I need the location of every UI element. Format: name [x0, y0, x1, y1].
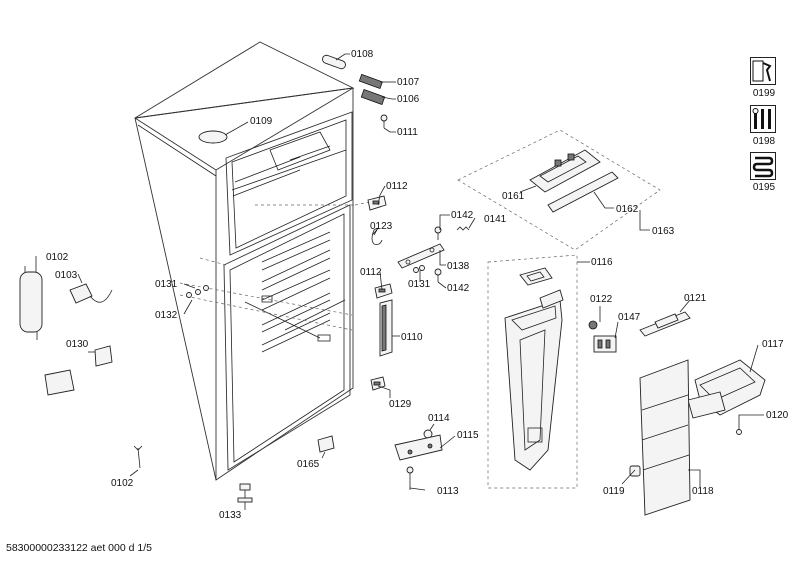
part-0130-bracket [44, 345, 113, 396]
part-0108-cap [322, 54, 346, 70]
label-0141: 0141 [484, 214, 507, 225]
label-0133: 0133 [219, 510, 242, 521]
part-0118-door-panel [639, 359, 691, 516]
label-0131-left: 0131 [155, 279, 178, 290]
part-0109-cover [198, 130, 228, 144]
part-0120-screw [736, 429, 742, 435]
part-0162-cover [547, 171, 619, 213]
part-0119-cap [629, 465, 641, 477]
icon-code-0195: 0195 [752, 182, 776, 193]
part-0147-lamp-module [593, 335, 617, 353]
heating-element-icon [750, 152, 776, 180]
part-0115-bottom-hinge [394, 434, 443, 461]
label-0162: 0162 [616, 204, 639, 215]
part-0165-clip [317, 435, 335, 453]
label-0111: 0111 [397, 127, 418, 138]
label-0106: 0106 [397, 94, 420, 105]
label-0116: 0116 [591, 257, 613, 268]
part-labels: 0108 0107 0106 0111 0109 0112 0123 0112 … [46, 49, 789, 521]
label-0165: 0165 [297, 459, 320, 470]
label-0102-bottom: 0102 [111, 478, 134, 489]
label-0123: 0123 [370, 221, 393, 232]
label-0117: 0117 [762, 339, 784, 350]
label-0118: 0118 [692, 486, 714, 497]
label-0108: 0108 [351, 49, 374, 60]
part-0102-cord [133, 445, 143, 469]
leader-lines [35, 53, 764, 510]
label-0114: 0114 [428, 413, 450, 424]
part-0133-foot [237, 483, 253, 503]
part-0103-relay [69, 283, 113, 304]
part-0116-air-duct-assembly [487, 254, 578, 489]
document-id: 58300000233122 aet 000 d 1/5 [6, 542, 152, 554]
icon-code-0198: 0198 [752, 136, 776, 147]
label-0120: 0120 [766, 410, 789, 421]
label-0103: 0103 [55, 270, 78, 281]
label-0163: 0163 [652, 226, 675, 237]
label-0130: 0130 [66, 339, 89, 350]
part-0122-knob [588, 320, 598, 330]
part-0163-control-assembly [457, 129, 661, 251]
label-0121: 0121 [684, 293, 707, 304]
part-0110-strip [379, 299, 393, 357]
label-0142-bottom: 0142 [447, 283, 470, 294]
label-0132: 0132 [155, 310, 178, 321]
part-0161-control-board [529, 149, 601, 193]
part-0111-screw [380, 114, 388, 128]
label-0142-top: 0142 [451, 210, 474, 221]
part-0106-hinge [360, 88, 386, 106]
part-0131-left-screws [186, 285, 209, 298]
label-0112-lower: 0112 [360, 267, 382, 278]
label-0109: 0109 [250, 116, 273, 127]
label-0110: 0110 [401, 332, 423, 343]
part-0121-dispenser-bar [639, 311, 691, 337]
part-0102-compressor-capacitor [19, 266, 43, 340]
label-0113: 0113 [437, 486, 459, 497]
part-0117-door-bin [687, 359, 766, 419]
label-0161: 0161 [502, 191, 525, 202]
tools-icon [750, 105, 776, 133]
label-0147: 0147 [618, 312, 641, 323]
label-0115: 0115 [457, 430, 479, 441]
part-0138-hinge-bracket [397, 243, 445, 269]
refrigerator-cabinet [134, 41, 381, 481]
part-0131-screws [413, 265, 425, 273]
label-0112: 0112 [386, 181, 408, 192]
icon-code-0199: 0199 [752, 88, 776, 99]
label-0102-top: 0102 [46, 252, 69, 263]
part-0142-screw-bottom [434, 268, 442, 282]
label-0119: 0119 [603, 486, 625, 497]
label-0129: 0129 [389, 399, 412, 410]
label-0138: 0138 [447, 261, 470, 272]
part-0141-spring [456, 226, 470, 231]
label-0122: 0122 [590, 294, 613, 305]
service-manual-icon [750, 57, 776, 85]
label-0131-right: 0131 [408, 279, 431, 290]
part-0112-hinge-plate [367, 195, 387, 211]
part-0142-screw-top [434, 226, 442, 240]
part-0107-bracket [358, 73, 383, 90]
part-0112-hinge-plate-lower [374, 283, 393, 299]
label-0107: 0107 [397, 77, 420, 88]
part-0113-leveling-foot [406, 466, 414, 490]
